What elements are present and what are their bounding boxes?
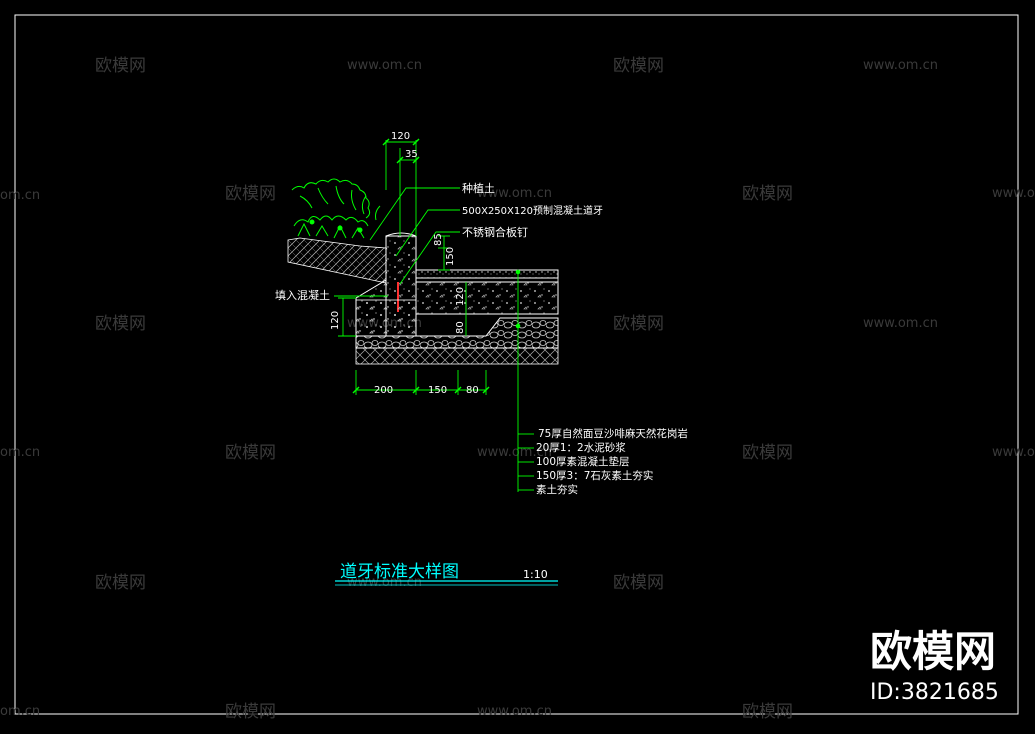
brand-watermark: 欧模网 ID:3821685 bbox=[870, 627, 999, 705]
watermark-text: www.om.cn bbox=[863, 316, 938, 331]
watermark-text: 欧模网 bbox=[742, 184, 793, 204]
watermark-text: 欧模网 bbox=[225, 184, 276, 204]
dimension-ticks bbox=[352, 138, 521, 394]
watermark-text: www.om.cn bbox=[477, 186, 552, 201]
concrete-base bbox=[415, 281, 559, 315]
watermark-text: 欧模网 bbox=[613, 573, 664, 593]
watermark-text: www.om.cn bbox=[347, 58, 422, 73]
watermark-text: 欧模网 bbox=[225, 702, 276, 722]
watermark-text: 欧模网 bbox=[95, 56, 146, 76]
watermark-text: om.cn bbox=[0, 704, 40, 719]
watermark-text: 欧模网 bbox=[613, 314, 664, 334]
label-curb-spec: 500X250X120预制混凝土道牙 bbox=[462, 204, 603, 217]
watermark-text: www.om.cn bbox=[863, 58, 938, 73]
dim-mid-80: 80 bbox=[455, 321, 466, 334]
curb-bed bbox=[355, 299, 417, 337]
note-leaders bbox=[334, 187, 460, 297]
layer-note: 20厚1：2水泥砂浆 bbox=[536, 441, 626, 454]
layer-note: 150厚3：7石灰素土夯实 bbox=[536, 469, 653, 482]
drawing-title: 道牙标准大样图 bbox=[340, 562, 459, 582]
compacted-soil bbox=[355, 347, 559, 365]
dim-bottom-80: 80 bbox=[466, 385, 479, 396]
dimension-text: 120 35 85 150 120 120 80 200 150 80 bbox=[330, 131, 479, 396]
watermark-text: www.om.cn bbox=[992, 186, 1035, 201]
curb-section bbox=[287, 178, 559, 365]
drawing-frame bbox=[14, 14, 1019, 715]
dim-left-120: 120 bbox=[330, 311, 341, 330]
big-brand-logo: 欧模网 bbox=[870, 627, 996, 676]
label-planting-soil: 种植土 bbox=[462, 181, 495, 195]
shrub-symbol bbox=[291, 178, 381, 239]
dim-curb-85: 85 bbox=[433, 233, 444, 246]
dim-top-35: 35 bbox=[405, 149, 418, 160]
drawing-scale: 1:10 bbox=[523, 568, 548, 581]
watermark-text: 欧模网 bbox=[613, 56, 664, 76]
layer-note: 素土夯实 bbox=[536, 483, 578, 496]
planting-soil bbox=[287, 237, 387, 284]
watermark-grid: 欧模网 www.om.cn 欧模网 www.om.cn om.cn 欧模网 ww… bbox=[0, 56, 1035, 722]
dim-top-120: 120 bbox=[391, 131, 410, 142]
layer-note: 100厚素混凝土垫层 bbox=[536, 455, 630, 468]
dim-bottom-150: 150 bbox=[428, 385, 447, 396]
watermark-text: www.om.cn bbox=[347, 575, 422, 590]
watermark-text: www.om.cn bbox=[477, 704, 552, 719]
label-steel-nail: 不锈钢合板钉 bbox=[462, 225, 528, 239]
watermark-text: 欧模网 bbox=[742, 443, 793, 463]
granite-paving bbox=[415, 269, 559, 279]
layer-note: 75厚自然面豆沙啡麻天然花岗岩 bbox=[538, 427, 688, 440]
layer-notes: 75厚自然面豆沙啡麻天然花岗岩 20厚1：2水泥砂浆 100厚素混凝土垫层 15… bbox=[536, 427, 688, 496]
watermark-text: 欧模网 bbox=[742, 702, 793, 722]
watermark-text: www.om.cn bbox=[477, 445, 552, 460]
watermark-text: om.cn bbox=[0, 188, 40, 203]
watermark-text: 欧模网 bbox=[95, 573, 146, 593]
watermark-text: 欧模网 bbox=[95, 314, 146, 334]
watermark-text: 欧模网 bbox=[225, 443, 276, 463]
dim-bottom-200: 200 bbox=[374, 385, 393, 396]
model-id: ID:3821685 bbox=[870, 680, 999, 705]
title-block: 道牙标准大样图 1:10 bbox=[335, 562, 558, 586]
label-fill-concrete: 填入混凝土 bbox=[275, 288, 330, 302]
annotation-labels: 种植土 500X250X120预制混凝土道牙 不锈钢合板钉 填入混凝土 bbox=[275, 181, 603, 302]
watermark-text: www.om.cn bbox=[992, 445, 1035, 460]
watermark-text: om.cn bbox=[0, 445, 40, 460]
dim-curb-150: 150 bbox=[445, 247, 456, 266]
dim-mid-120: 120 bbox=[455, 287, 466, 306]
dimension-lines bbox=[338, 140, 534, 492]
